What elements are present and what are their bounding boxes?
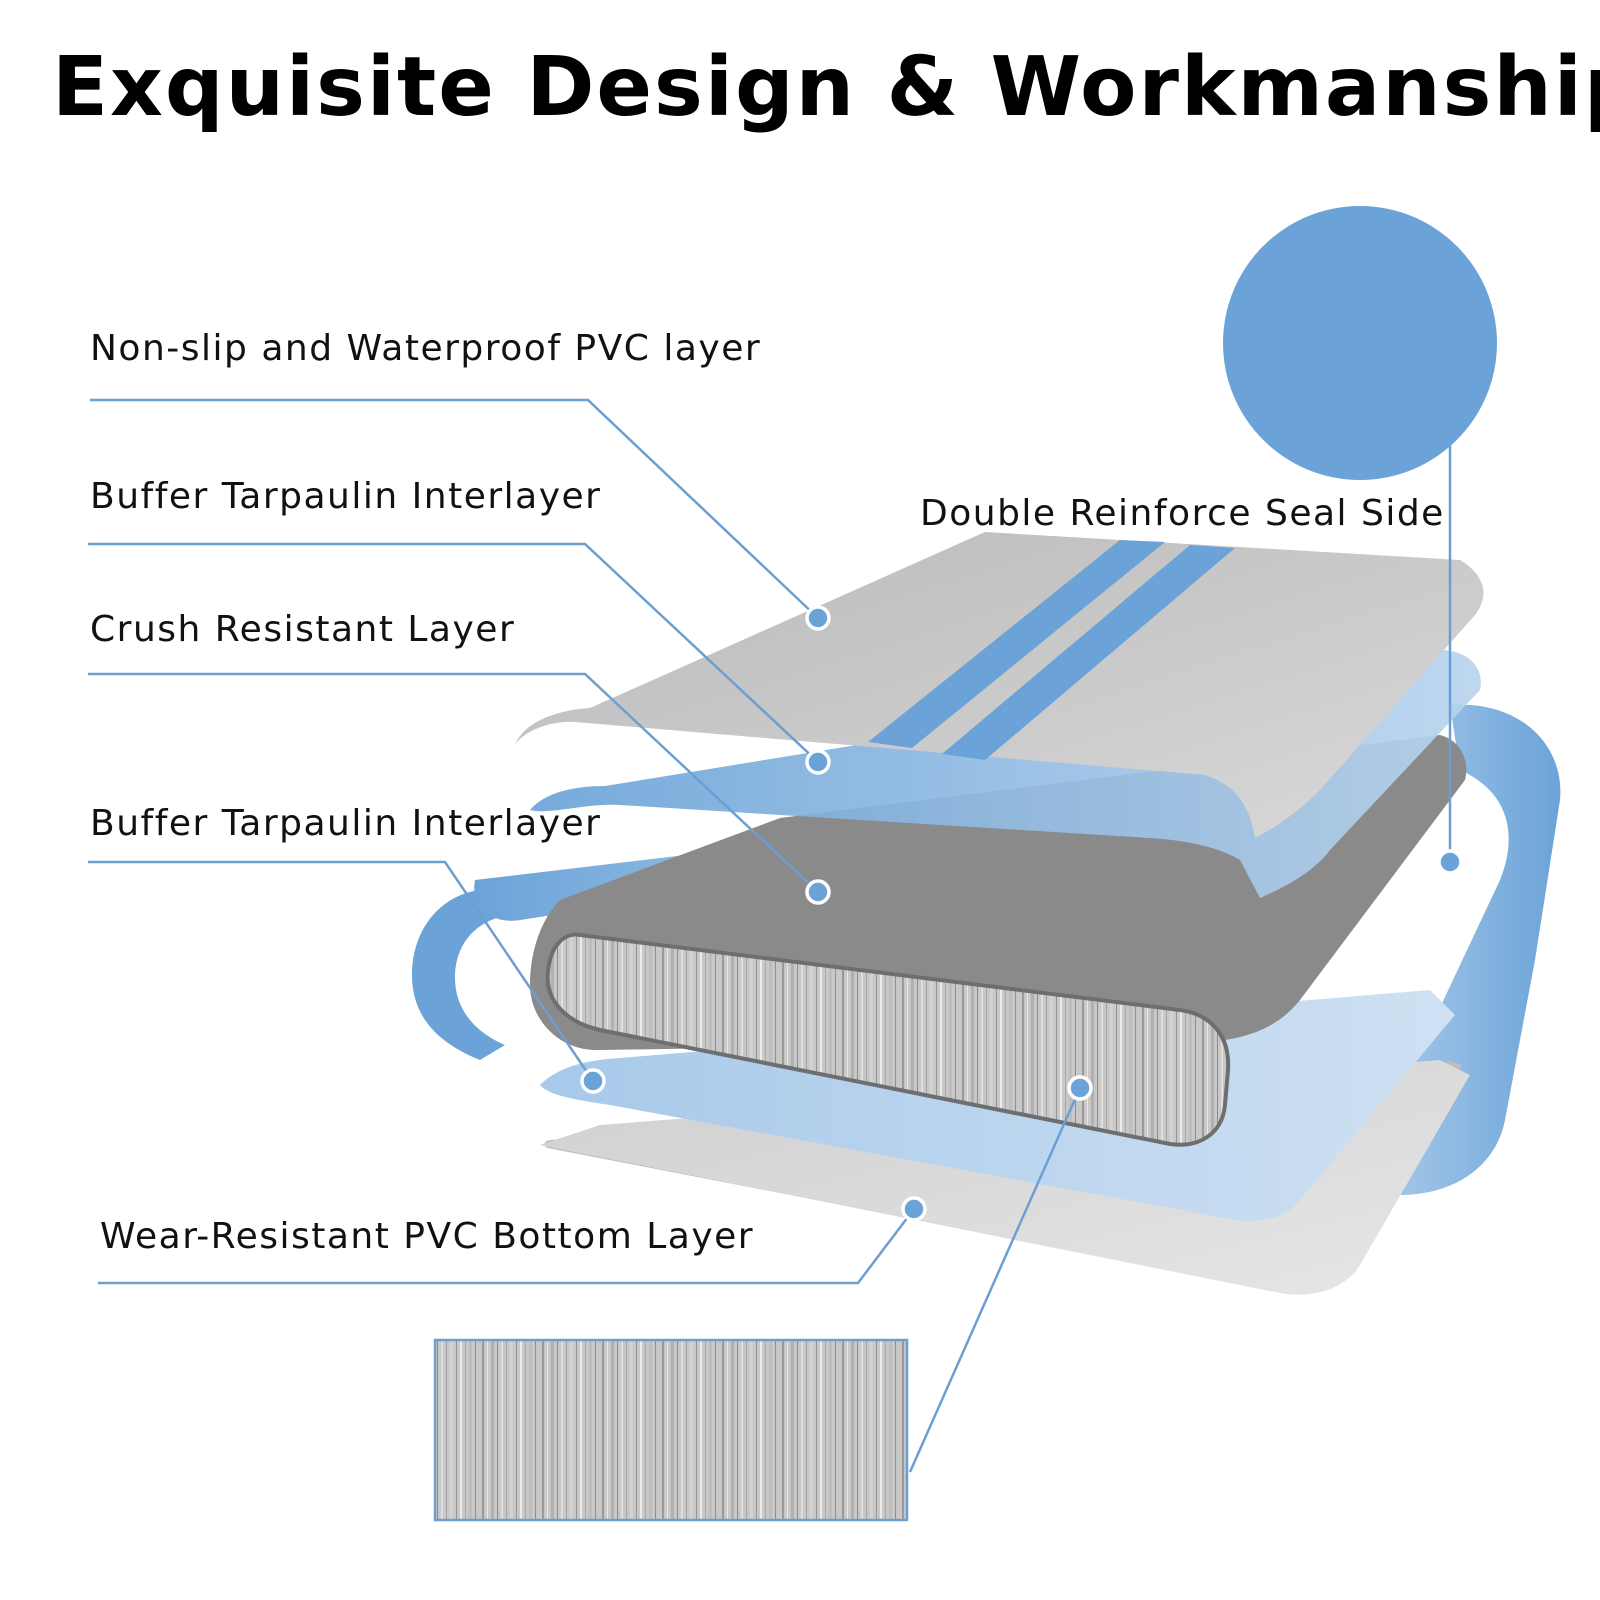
top-stripe-1 — [868, 540, 1165, 748]
leader-drop-stitch — [908, 1087, 1082, 1473]
drop-stitch-core — [545, 932, 1231, 1147]
dot-drop-stitch — [1067, 1075, 1093, 1101]
label-seal-side: Double Reinforce Seal Side — [920, 493, 1445, 534]
seal-left-tube — [412, 890, 510, 1060]
leader-crush-layer — [88, 672, 819, 893]
dot-seal-side — [1437, 849, 1463, 875]
leader-buffer-lower — [88, 860, 595, 1082]
label-top-layer: Non-slip and Waterproof PVC layer — [90, 328, 762, 369]
drop-stitch-swatch — [433, 1338, 909, 1522]
dot-buffer-lower — [580, 1068, 606, 1094]
page-title: Exquisite Design & Workmanship — [52, 40, 1600, 135]
dot-buffer-upper — [805, 749, 831, 775]
leader-buffer-upper — [88, 542, 819, 763]
label-buffer-lower: Buffer Tarpaulin Interlayer — [90, 803, 602, 844]
label-crush-layer: Crush Resistant Layer — [90, 609, 516, 650]
leader-top-layer — [90, 398, 819, 619]
leader-bottom-layer — [98, 1208, 915, 1285]
label-bottom-layer: Wear-Resistant PVC Bottom Layer — [100, 1216, 755, 1257]
dot-top-layer — [805, 605, 831, 631]
top-pvc-layer — [515, 532, 1484, 838]
dots — [580, 605, 1463, 1222]
label-buffer-upper: Buffer Tarpaulin Interlayer — [90, 476, 602, 517]
seal-side-circle — [1223, 206, 1497, 480]
leader-lines — [88, 398, 1452, 1473]
top-stripe-2 — [942, 545, 1235, 760]
dot-bottom-layer — [901, 1196, 927, 1222]
dot-crush-layer — [805, 879, 831, 905]
seal-side-wrap — [1330, 704, 1561, 1195]
